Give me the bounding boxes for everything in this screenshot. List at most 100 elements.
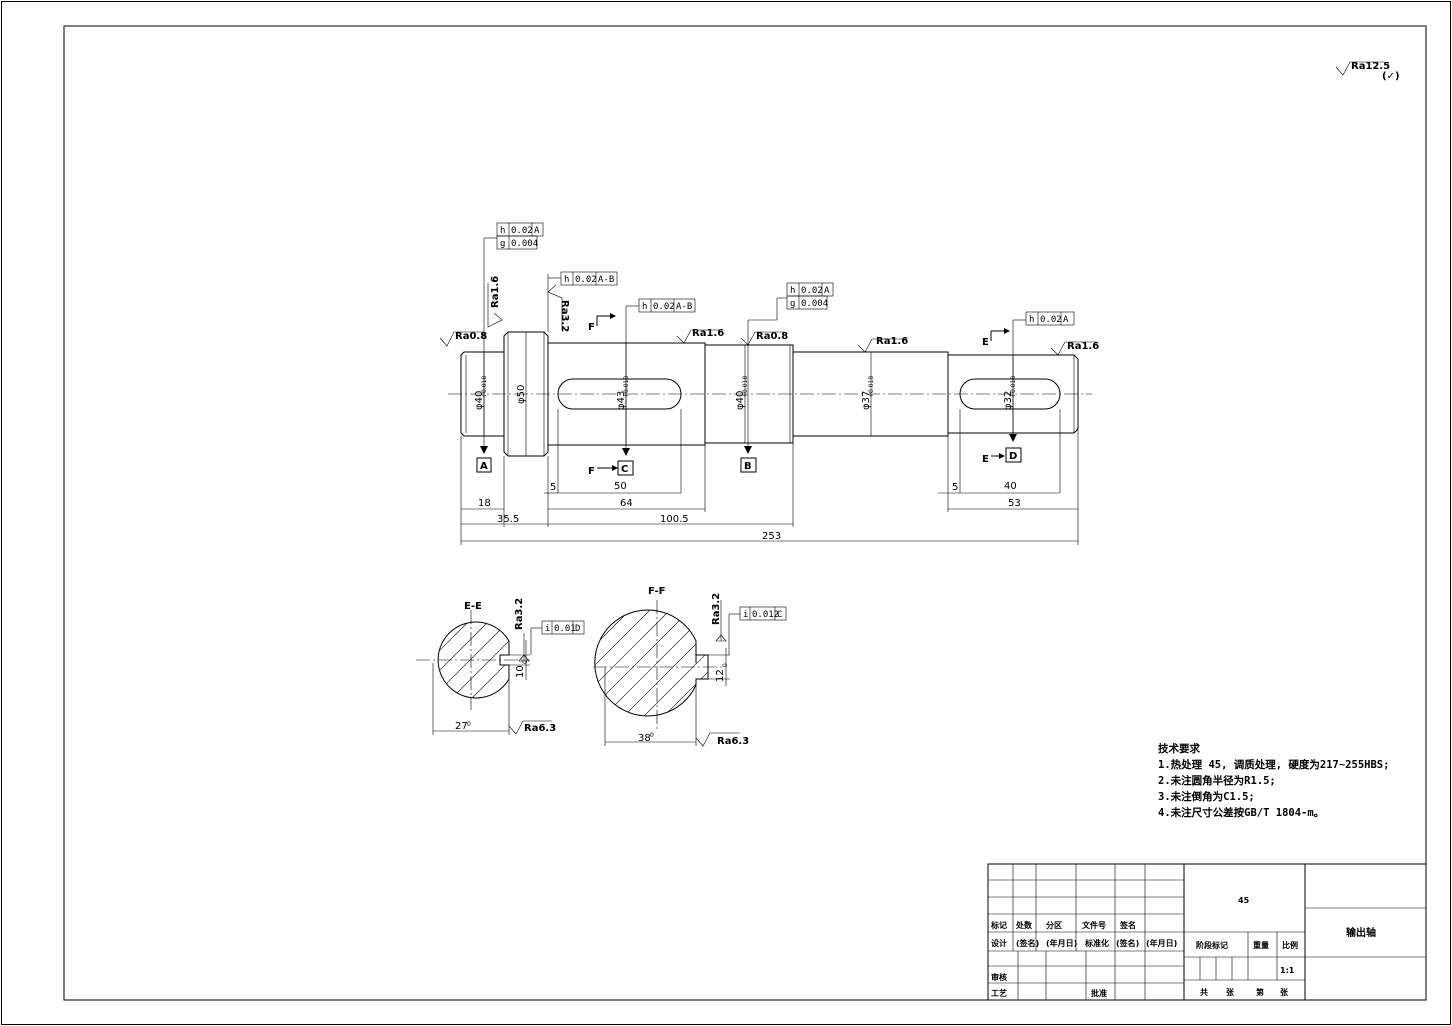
- svg-text:i: i: [545, 624, 550, 634]
- title-material: 45: [1238, 896, 1250, 905]
- general-roughness-paren: (✓): [1382, 71, 1400, 82]
- section-f-f: F-F 12 0 38 0 Ra3.2 Ra6.3: [593, 586, 787, 747]
- svg-text:签名: 签名: [1119, 920, 1136, 930]
- datum-c: C: [621, 464, 628, 475]
- section-mark-e-top: E: [982, 337, 989, 348]
- datum-a: A: [480, 461, 488, 472]
- dim-100-5: 100.5: [660, 514, 689, 525]
- svg-text:张: 张: [1226, 988, 1235, 997]
- section-f-f-title: F-F: [648, 586, 666, 597]
- dim-40: 40: [1004, 481, 1017, 492]
- svg-text:g: g: [790, 299, 795, 309]
- datum-b-box: [740, 457, 757, 473]
- svg-text:Ra1.6: Ra1.6: [876, 336, 908, 347]
- dim-50: 50: [614, 481, 627, 492]
- tol-left: h 0.02 A g 0.004: [484, 222, 544, 250]
- svg-text:第: 第: [1256, 987, 1264, 997]
- svg-text:0: 0: [722, 663, 729, 667]
- ee-depth: 27: [455, 721, 468, 732]
- tol-keyway-f: h 0.02 A-B: [626, 298, 696, 313]
- datum-d-box: [1005, 447, 1022, 463]
- dim-dia-5: φ37: [861, 391, 872, 410]
- svg-text:标记: 标记: [990, 920, 1007, 930]
- notes-title: 技术要求: [1158, 742, 1200, 755]
- note-1: 1.热处理 45, 调质处理, 硬度为217~255HBS;: [1158, 758, 1389, 771]
- section-f-f-outline: [594, 609, 709, 717]
- svg-text:0.02: 0.02: [653, 302, 675, 312]
- roughness-r6: Ra1.6: [857, 336, 908, 353]
- svg-text:设计: 设计: [991, 938, 1007, 948]
- svg-text:批准: 批准: [1091, 988, 1107, 998]
- roughness-r5: Ra0.8: [740, 331, 788, 346]
- svg-text:A-B: A-B: [676, 302, 692, 312]
- dim-dia-2: φ50: [516, 385, 527, 404]
- svg-text:D: D: [575, 624, 580, 634]
- svg-text:A: A: [824, 286, 830, 296]
- ff-ra-2: Ra6.3: [717, 736, 749, 747]
- svg-text:h: h: [790, 286, 795, 296]
- section-mark-f-top: F: [588, 322, 595, 333]
- svg-text:A: A: [1063, 315, 1069, 325]
- svg-text:(年月日): (年月日): [1146, 938, 1177, 948]
- dim-dia-1: φ40: [474, 391, 485, 410]
- ff-ra-1: Ra3.2: [711, 593, 722, 625]
- section-e-e-outline: [437, 621, 510, 699]
- dim-dia-6: φ32: [1003, 391, 1014, 410]
- svg-text:(年月日): (年月日): [1046, 938, 1077, 948]
- svg-text:0.02: 0.02: [1040, 315, 1062, 325]
- datum-d: D: [1009, 451, 1017, 462]
- svg-text:0.004: 0.004: [511, 239, 538, 249]
- section-mark-f-bottom: F: [588, 466, 595, 477]
- svg-text:Ra0.8: Ra0.8: [455, 331, 487, 342]
- tol-bearing-b: h 0.02 A g 0.004: [777, 282, 834, 310]
- dim-35-5: 35.5: [497, 514, 519, 525]
- title-part-name: 输出轴: [1346, 926, 1376, 939]
- svg-text:0.004: 0.004: [801, 299, 828, 309]
- title-scale-value: 1:1: [1280, 966, 1295, 975]
- dim-53: 53: [1008, 498, 1021, 509]
- ee-keyway-width: 10: [515, 665, 526, 678]
- general-roughness: Ra12.5 (✓): [1335, 61, 1400, 82]
- svg-text:0.02: 0.02: [801, 286, 823, 296]
- note-3: 3.未注倒角为C1.5;: [1158, 790, 1255, 803]
- keyway-e: [959, 378, 1061, 410]
- svg-text:阶段标记: 阶段标记: [1196, 940, 1228, 950]
- axial-dims: 18 35.5 5 50 64 100.5 253 5 40 53: [460, 429, 1079, 545]
- svg-text:+0.018: +0.018: [1010, 376, 1017, 398]
- svg-text:重量: 重量: [1253, 940, 1269, 950]
- svg-text:+0.018: +0.018: [623, 376, 630, 398]
- note-4: 4.未注尺寸公差按GB/T 1804-m。: [1158, 806, 1324, 819]
- keyway-f: [557, 378, 682, 410]
- ff-depth: 38: [638, 733, 651, 744]
- tol-shoulder: h 0.02 A-B: [547, 271, 618, 332]
- svg-text:工艺: 工艺: [991, 988, 1007, 998]
- roughness-r1: Ra0.8: [439, 331, 487, 347]
- shaft-main-view: φ40 +0.018 φ50 φ43 +0.018 φ40 +0.018 φ37…: [439, 222, 1099, 545]
- svg-text:+0.018: +0.018: [481, 376, 488, 398]
- ee-ra-1: Ra3.2: [514, 598, 525, 630]
- svg-text:审核: 审核: [991, 972, 1007, 982]
- svg-text:0.012: 0.012: [752, 610, 779, 620]
- roughness-r2: Ra1.6: [487, 276, 503, 328]
- svg-text:标准化: 标准化: [1084, 938, 1109, 948]
- svg-text:0.01: 0.01: [554, 624, 576, 634]
- svg-text:A: A: [534, 226, 540, 236]
- svg-text:比例: 比例: [1282, 940, 1298, 950]
- svg-text:A-B: A-B: [598, 275, 614, 285]
- ee-ra-2: Ra6.3: [524, 723, 556, 734]
- dim-5a: 5: [550, 482, 556, 493]
- svg-text:h: h: [642, 302, 647, 312]
- svg-text:h: h: [500, 226, 505, 236]
- roughness-r3: Ra3.2: [547, 284, 570, 332]
- note-2: 2.未注圆角半径为R1.5;: [1158, 774, 1276, 787]
- ff-keyway-width: 12: [715, 669, 726, 682]
- inner-frame: [63, 25, 1427, 1001]
- svg-text:Ra1.6: Ra1.6: [490, 276, 501, 308]
- svg-text:h: h: [1029, 315, 1034, 325]
- svg-text:张: 张: [1280, 988, 1289, 997]
- svg-text:0.02: 0.02: [511, 226, 533, 236]
- shaft-collar: [503, 331, 549, 457]
- dim-dia-4: φ40: [735, 391, 746, 410]
